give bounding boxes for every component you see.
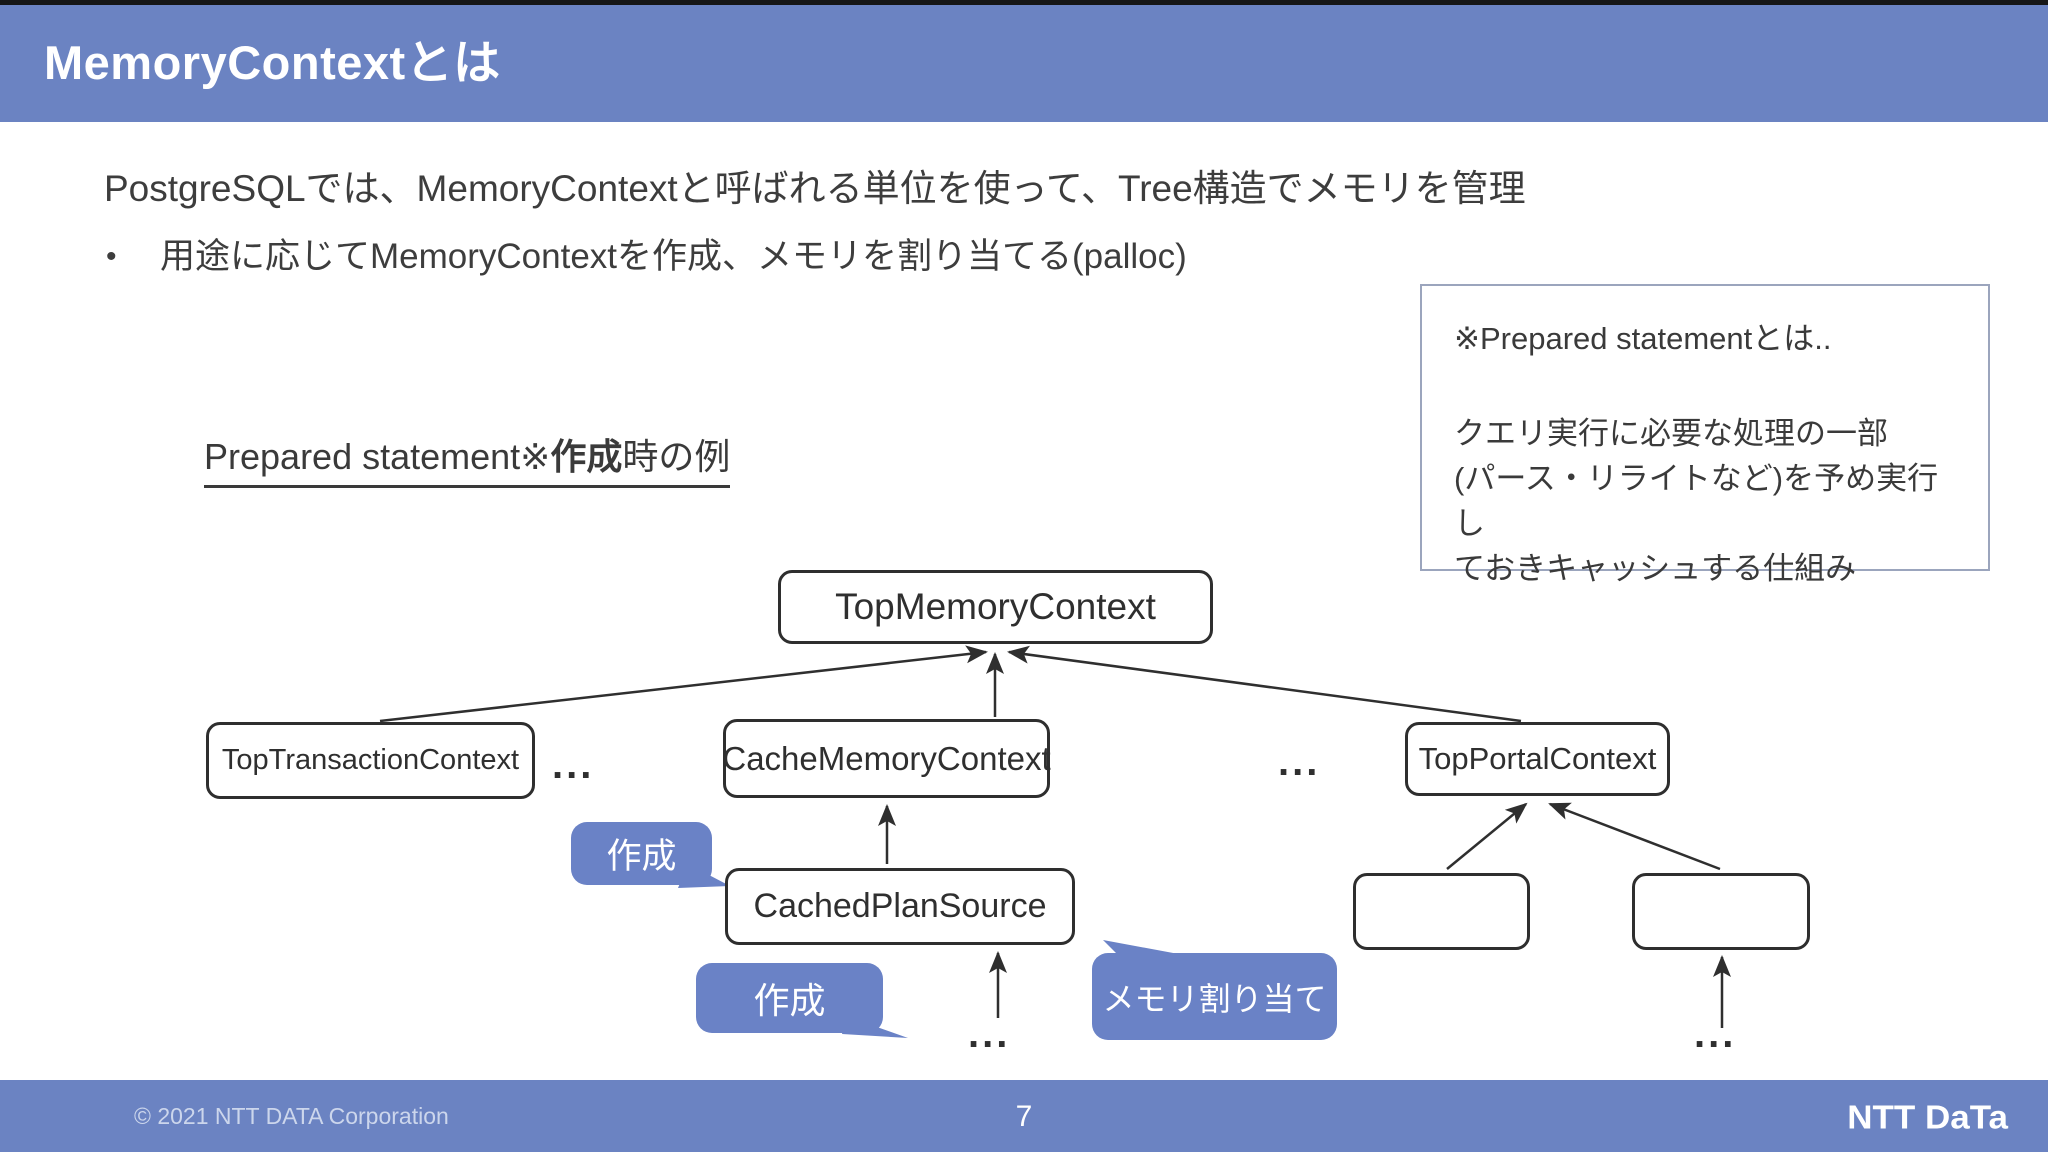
bullet-item: • 用途に応じてMemoryContextを作成、メモリを割り当てる(palloc… (106, 228, 1187, 279)
ellipsis-between-row: ... (552, 743, 595, 787)
edge-rightchild-topportal (1548, 802, 1721, 871)
node-cachedplansource: CachedPlanSource (725, 868, 1075, 945)
top-border-strip (0, 0, 2048, 5)
slide-footer-bar (0, 1080, 2048, 1152)
ntt-data-logo: NTT DaTa (1847, 1099, 2008, 1137)
callout-memory-alloc: メモリ割り当て (1092, 953, 1337, 1040)
prepared-statement-note-box: ※Prepared statementとは.. クエリ実行に必要な処理の一部 (… (1420, 284, 1990, 586)
node-topportalcontext: TopPortalContext (1405, 722, 1670, 796)
edge-leftchild-topportal (1446, 802, 1528, 870)
callout-create-1: 作成 (571, 822, 712, 885)
slide-title-bar: MemoryContextとは (0, 5, 2048, 122)
note-line: クエリ実行に必要な処理の一部 (1454, 415, 1888, 451)
slide-title: MemoryContextとは (44, 36, 501, 89)
page-number: 7 (1015, 1100, 1033, 1133)
node-unnamed-right (1632, 873, 1810, 950)
bullet-marker: • (106, 240, 117, 273)
edge-toptransaction-topmemory (379, 645, 988, 723)
node-unnamed-left (1353, 873, 1530, 950)
note-title: ※Prepared statementとは.. (1454, 321, 1832, 356)
copyright-text: © 2021 NTT DATA Corporation (134, 1103, 449, 1129)
node-cachememorycontext: CacheMemoryContext (722, 719, 1051, 798)
node-toptransactioncontext: TopTransactionContext (206, 722, 535, 799)
note-line: (パース・リライトなど)を予め実行し (1454, 460, 1939, 541)
example-heading-suffix: 時の例 (622, 436, 731, 477)
intro-text: PostgreSQLでは、MemoryContextと呼ばれる単位を使って、Tr… (104, 168, 1526, 209)
example-heading: Prepared statement※作成時の例 (204, 428, 731, 488)
ellipsis-below-cachedplansource: ... (968, 1012, 1011, 1056)
callout-create-2: 作成 (696, 963, 883, 1033)
edge-topportal-topmemory (1007, 645, 1522, 723)
bullet-text: 用途に応じてMemoryContextを作成、メモリを割り当てる(palloc) (160, 237, 1187, 276)
node-topmemorycontext: TopMemoryContext (778, 570, 1213, 644)
ellipsis-below-rightchild: ... (1694, 1012, 1737, 1056)
ellipsis-between-row: ... (1278, 740, 1321, 784)
note-line: ておきキャッシュする仕組み (1454, 550, 1857, 586)
example-heading-bold: 作成 (550, 436, 623, 477)
example-heading-prefix: Prepared statement※ (204, 436, 551, 477)
